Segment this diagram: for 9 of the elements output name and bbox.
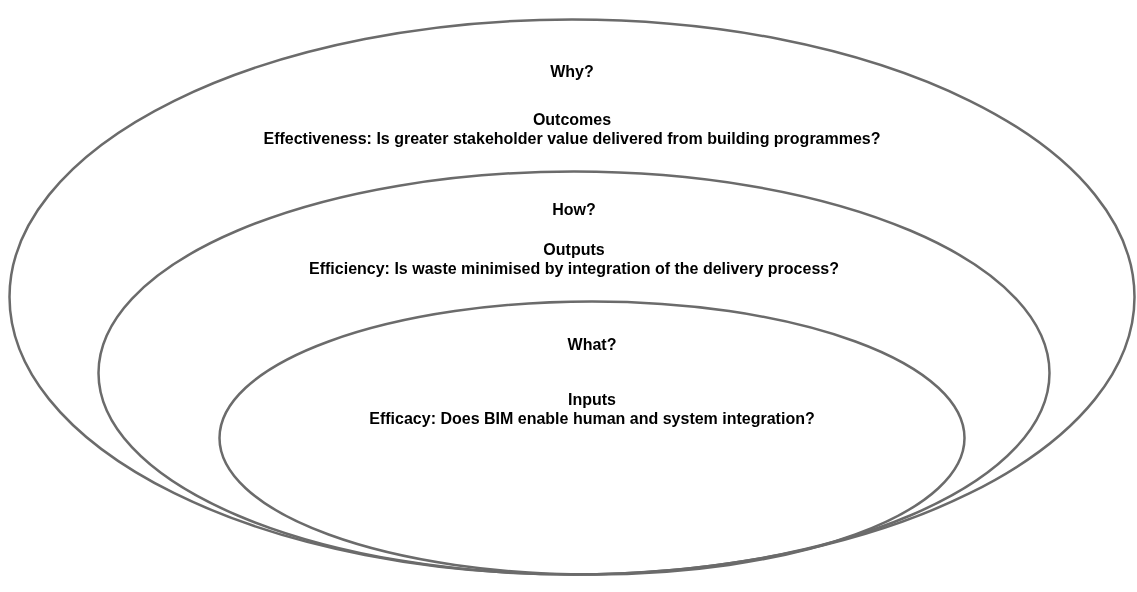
question-text: Efficiency: Is waste minimised by integration of the delivery process? <box>309 259 839 278</box>
category-heading: Inputs <box>568 390 616 409</box>
question-heading: Why? <box>550 62 594 81</box>
question-heading: What? <box>567 335 617 354</box>
question-text: Efficacy: Does BIM enable human and system integration? <box>369 409 815 428</box>
question-text: Effectiveness: Is greater stakeholder value delivered from building programmes? <box>263 129 881 148</box>
category-heading: Outputs <box>543 240 605 259</box>
category-heading: Outcomes <box>532 110 612 129</box>
question-heading: How? <box>552 200 596 219</box>
